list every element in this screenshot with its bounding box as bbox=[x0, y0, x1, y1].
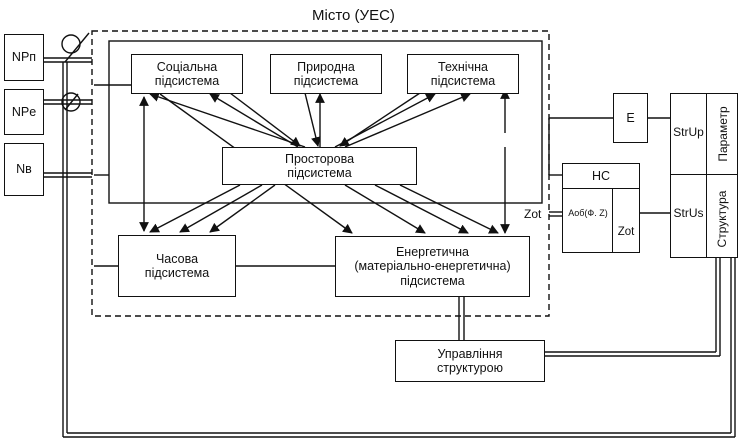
strup-label: StrUp bbox=[673, 125, 704, 139]
st-horizontal-divider bbox=[671, 174, 737, 175]
hc-left-label: Аоб(Ф. Z) bbox=[568, 208, 608, 218]
input-np-e: NPе bbox=[4, 89, 44, 135]
strus-label: StrUs bbox=[673, 206, 704, 220]
zot-label: Zot bbox=[524, 207, 542, 221]
temporal-subsystem: Часова підсистема bbox=[118, 235, 236, 297]
social-subsystem: Соціальна підсистема bbox=[131, 54, 243, 94]
spatial-subsystem: Просторова підсистема bbox=[222, 147, 417, 185]
input-np-p: NPп bbox=[4, 34, 44, 81]
hc-divider bbox=[612, 188, 613, 252]
management-block: Управління структурою bbox=[395, 340, 545, 382]
param-label: Параметр bbox=[716, 106, 730, 162]
st-block: StrUp StrUs bbox=[670, 93, 738, 258]
input-n-v: Nв bbox=[4, 143, 44, 196]
energetic-subsystem: Енергетична (матеріально-енергетична) пі… bbox=[335, 236, 530, 297]
natural-subsystem: Природна підсистема bbox=[270, 54, 382, 94]
struct-label: Структура bbox=[715, 190, 729, 248]
technical-subsystem: Технічна підсистема bbox=[407, 54, 519, 94]
st-vertical-divider bbox=[706, 94, 707, 257]
hc-block: НС Аоб(Ф. Z) Zot bbox=[562, 163, 640, 253]
hc-right-label: Zot bbox=[617, 226, 635, 238]
hc-title: НС bbox=[563, 164, 639, 189]
e-block: E bbox=[613, 93, 648, 143]
diagram-title: Місто (УЕС) bbox=[312, 7, 395, 24]
